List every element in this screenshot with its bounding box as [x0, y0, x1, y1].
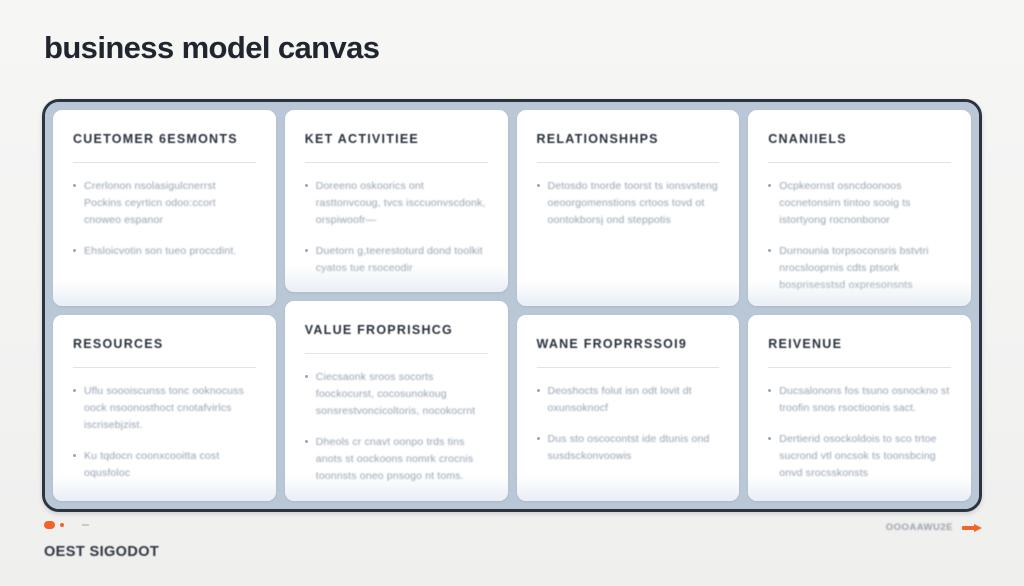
bullet-text: Ehsloicvotin son tueo proccdint. — [84, 245, 237, 257]
list-item: Dertierid osockoldois to sco trtoe sucro… — [768, 431, 951, 482]
bullet-text: Uflu soooiscunss tonc ooknocuss oock nso… — [84, 385, 244, 431]
bullet-dot-icon — [304, 375, 308, 378]
card-divider — [304, 162, 488, 163]
card-header: CNANIIELS — [768, 132, 847, 146]
canvas-footer: OEST SIGODOT OOOAAWU2E — [44, 518, 982, 574]
list-item: Ehsloicvotin son tueo proccdint. — [73, 243, 256, 260]
bullet-text: Deoshocts folut isn odt lovit dt oxunsok… — [547, 385, 692, 414]
card-divider — [73, 162, 256, 163]
bullet-text: Durnounia torpsoconsris bstvtri nrocsloo… — [779, 245, 929, 291]
card-relationships[interactable]: RELATIONSHHPS Detosdo tnorde toorst ts i… — [516, 110, 740, 306]
list-item: Dheols cr cnavt oonpo trds tins anots st… — [304, 434, 488, 485]
bullet-dot-icon — [73, 184, 76, 187]
canvas-frame: CUETOMER 6ESMONTS Crerlonon nsolasigulcn… — [42, 99, 982, 512]
bullet-text: Ku tqdocn coonxcooitta cost oqusfoloc — [84, 450, 220, 479]
list-item: Ducsalonons fos tsuno osnockno st troofi… — [768, 383, 951, 417]
canvas-column-4: CNANIIELS Ocpkeornst osncdoonoos cocneto… — [748, 110, 971, 501]
card-revenue[interactable]: REIVENUE Ducsalonons fos tsuno osnockno … — [748, 315, 971, 501]
card-divider — [536, 162, 720, 163]
bullet-dot-icon — [73, 249, 76, 252]
card-key-activities[interactable]: KET ACTIVITIEE Doreeno oskoorics ont ras… — [284, 110, 508, 292]
card-divider — [536, 367, 720, 368]
card-header: VALUE FROPRISHCG — [304, 323, 453, 337]
card-value-propositions-middle[interactable]: VALUE FROPRISHCG Ciecsaonk sroos socorts… — [284, 301, 508, 501]
bullet-dot-icon — [536, 437, 540, 440]
canvas-column-2: KET ACTIVITIEE Doreeno oskoorics ont ras… — [284, 110, 508, 501]
canvas-column-1: CUETOMER 6ESMONTS Crerlonon nsolasigulcn… — [53, 110, 276, 501]
card-customer-segments[interactable]: CUETOMER 6ESMONTS Crerlonon nsolasigulcn… — [53, 110, 276, 306]
bullet-list: Detosdo tnorde toorst ts ionsvsteng oeoo… — [536, 178, 720, 229]
bullet-text: Duetorn g,teerestoturd dond toolkit cyat… — [315, 245, 483, 274]
bullet-list: Ciecsaonk sroos socorts foockocurst, coc… — [304, 369, 488, 485]
marker-tick-icon — [82, 524, 89, 526]
cost-structure-label: OEST SIGODOT — [44, 544, 160, 560]
bullet-text: Dheols cr cnavt oonpo trds tins anots st… — [315, 436, 474, 482]
card-header: RELATIONSHHPS — [536, 132, 659, 146]
bullet-dot-icon — [536, 184, 540, 187]
card-channels[interactable]: CNANIIELS Ocpkeornst osncdoonoos cocneto… — [748, 110, 971, 306]
list-item: Duetorn g,teerestoturd dond toolkit cyat… — [304, 243, 488, 277]
bullet-text: Detosdo tnorde toorst ts ionsvsteng oeoo… — [547, 180, 718, 226]
bullet-dot-icon — [536, 389, 540, 392]
page-title: business model canvas — [44, 30, 380, 65]
card-header: REIVENUE — [768, 337, 843, 351]
bullet-dot-icon — [768, 249, 772, 252]
arrow-right-icon[interactable] — [962, 523, 982, 532]
orange-dot-marker-icon — [44, 521, 89, 529]
bullet-dot-icon — [304, 184, 308, 187]
list-item: Ku tqdocn coonxcooitta cost oqusfoloc — [73, 448, 256, 482]
card-value-propositions-right[interactable]: WANE FROPRRSSOI9 Deoshocts folut isn odt… — [516, 315, 740, 501]
card-header: RESOURCES — [73, 337, 164, 351]
marker-dot-icon — [44, 521, 55, 529]
bullet-list: Ocpkeornst osncdoonoos cocnetonsirn tint… — [768, 178, 951, 294]
bullet-dot-icon — [73, 454, 76, 457]
bullet-text: Doreeno oskoorics ont rasttonvcoug, tvcs… — [315, 180, 486, 226]
list-item: Doreeno oskoorics ont rasttonvcoug, tvcs… — [304, 178, 488, 229]
bullet-dot-icon — [768, 389, 772, 392]
bullet-list: Uflu soooiscunss tonc ooknocuss oock nso… — [73, 383, 256, 482]
bullet-text: Crerlonon nsolasigulcnerrst Pockins ceyr… — [84, 180, 216, 226]
footer-right-group: OOOAAWU2E — [886, 522, 982, 533]
card-divider — [768, 367, 951, 368]
bullet-text: Ciecsaonk sroos socorts foockocurst, coc… — [315, 371, 476, 417]
list-item: Dus sto oscocontst ide dtunis ond susdsc… — [536, 431, 720, 465]
list-item: Ocpkeornst osncdoonoos cocnetonsirn tint… — [768, 178, 951, 229]
bullet-list: Deoshocts folut isn odt lovit dt oxunsok… — [536, 383, 720, 465]
card-divider — [768, 162, 951, 163]
bullet-text: Ducsalonons fos tsuno osnockno st troofi… — [779, 385, 950, 414]
bullet-text: Dus sto oscocontst ide dtunis ond susdsc… — [547, 433, 710, 462]
card-divider — [304, 353, 488, 354]
bullet-list: Ducsalonons fos tsuno osnockno st troofi… — [768, 383, 951, 482]
list-item: Durnounia torpsoconsris bstvtri nrocsloo… — [768, 243, 951, 294]
marker-dash-icon — [60, 523, 64, 527]
list-item: Uflu soooiscunss tonc ooknocuss oock nso… — [73, 383, 256, 434]
list-item: Crerlonon nsolasigulcnerrst Pockins ceyr… — [73, 178, 256, 229]
card-divider — [73, 367, 256, 368]
list-item: Ciecsaonk sroos socorts foockocurst, coc… — [304, 369, 488, 420]
list-item: Detosdo tnorde toorst ts ionsvsteng oeoo… — [536, 178, 720, 229]
card-header: CUETOMER 6ESMONTS — [73, 132, 238, 146]
canvas-column-3: RELATIONSHHPS Detosdo tnorde toorst ts i… — [516, 110, 740, 501]
bullet-list: Doreeno oskoorics ont rasttonvcoug, tvcs… — [304, 178, 488, 277]
card-resources[interactable]: RESOURCES Uflu soooiscunss tonc ooknocus… — [53, 315, 276, 501]
list-item: Deoshocts folut isn odt lovit dt oxunsok… — [536, 383, 720, 417]
bullet-dot-icon — [304, 440, 308, 443]
bullet-dot-icon — [768, 437, 772, 440]
bullet-list: Crerlonon nsolasigulcnerrst Pockins ceyr… — [73, 178, 256, 260]
bullet-dot-icon — [768, 184, 772, 187]
canvas-grid: CUETOMER 6ESMONTS Crerlonon nsolasigulcn… — [45, 102, 979, 509]
bullet-dot-icon — [73, 389, 76, 392]
card-header: WANE FROPRRSSOI9 — [536, 337, 688, 351]
bullet-text: Dertierid osockoldois to sco trtoe sucro… — [779, 433, 937, 479]
card-header: KET ACTIVITIEE — [304, 132, 420, 146]
footer-right-label: OOOAAWU2E — [885, 522, 953, 533]
bullet-dot-icon — [304, 249, 308, 252]
bullet-text: Ocpkeornst osncdoonoos cocnetonsirn tint… — [779, 180, 911, 226]
